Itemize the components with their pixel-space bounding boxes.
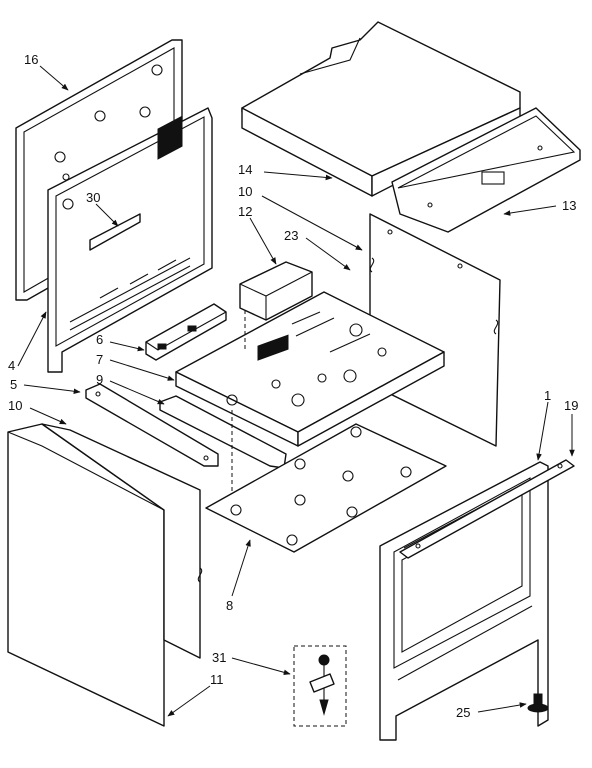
fastener-kit [293, 645, 347, 727]
callout-10-upper: 10 [238, 184, 252, 199]
leader-lines [17, 65, 575, 717]
callout-10-lower: 10 [8, 398, 22, 413]
callout-6: 6 [96, 332, 103, 347]
callout-23: 23 [284, 228, 298, 243]
hinge-bar [399, 459, 575, 559]
callout-16: 16 [24, 52, 38, 67]
callout-19: 19 [564, 398, 578, 413]
callout-4: 4 [8, 358, 15, 373]
burner-box [175, 291, 445, 447]
callout-13: 13 [562, 198, 576, 213]
callout-14: 14 [238, 162, 252, 177]
control-bracket [391, 107, 581, 233]
callout-7: 7 [96, 352, 103, 367]
callout-5: 5 [10, 377, 17, 392]
callout-30: 30 [86, 190, 100, 205]
callout-1: 1 [544, 388, 551, 403]
regulator-box [239, 261, 313, 350]
burner-base-plate [205, 423, 447, 553]
callout-12: 12 [238, 204, 252, 219]
callout-11: 11 [210, 672, 224, 687]
callout-labels: 16 14 10 12 13 23 30 6 7 4 5 9 10 1 19 8… [8, 52, 578, 720]
callout-8: 8 [226, 598, 233, 613]
callout-31: 31 [212, 650, 226, 665]
callout-25: 25 [456, 705, 470, 720]
leveling-leg [527, 693, 549, 713]
callout-9: 9 [96, 372, 103, 387]
rail-5 [85, 383, 219, 467]
left-side-panel [7, 423, 203, 727]
bracket-6 [145, 303, 227, 361]
oven-front-frame [379, 461, 549, 741]
inner-back-panel [47, 107, 213, 373]
